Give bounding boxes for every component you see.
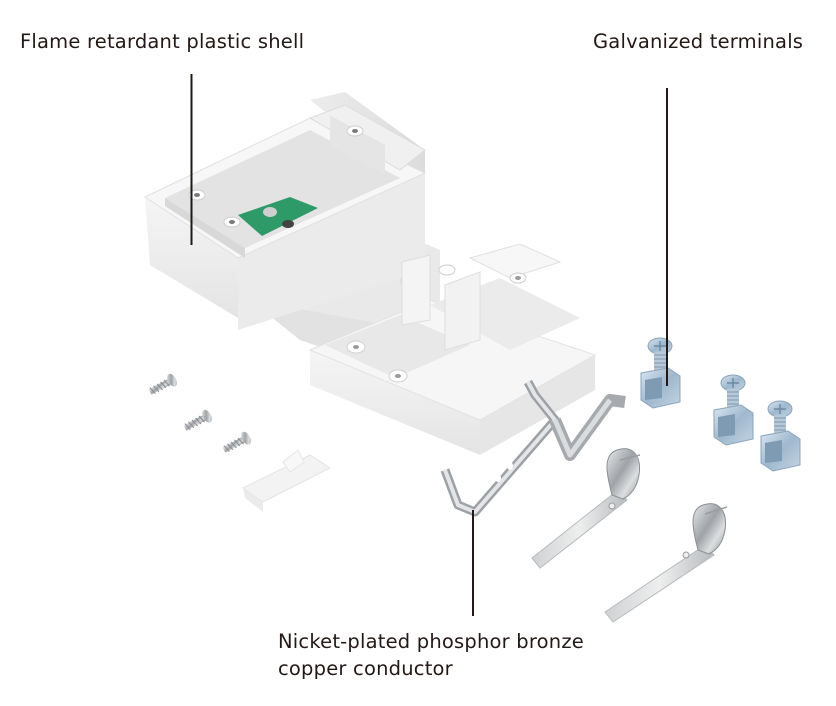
galvanized-terminal [640, 337, 681, 409]
callout-label-terminals: Galvanized terminals [593, 28, 803, 55]
callout-text-line-2: copper conductor [278, 657, 453, 680]
callout-text: Galvanized terminals [593, 30, 804, 53]
callout-label-conductor: Nicket-plated phosphor bronze copper con… [278, 628, 584, 682]
contact-spring [604, 503, 728, 623]
screw [222, 431, 251, 453]
green-pcb [238, 197, 318, 236]
screw [148, 373, 177, 395]
callout-text-line-1: Nicket-plated phosphor bronze [278, 630, 584, 653]
plastic-clip [242, 449, 331, 512]
callout-label-shell: Flame retardant plastic shell [20, 28, 304, 55]
galvanized-terminal [760, 400, 801, 472]
galvanized-terminal [713, 374, 754, 446]
callout-text: Flame retardant plastic shell [20, 30, 305, 53]
bent-conductor [440, 379, 626, 517]
screw [183, 409, 212, 431]
contact-spring [531, 448, 641, 569]
